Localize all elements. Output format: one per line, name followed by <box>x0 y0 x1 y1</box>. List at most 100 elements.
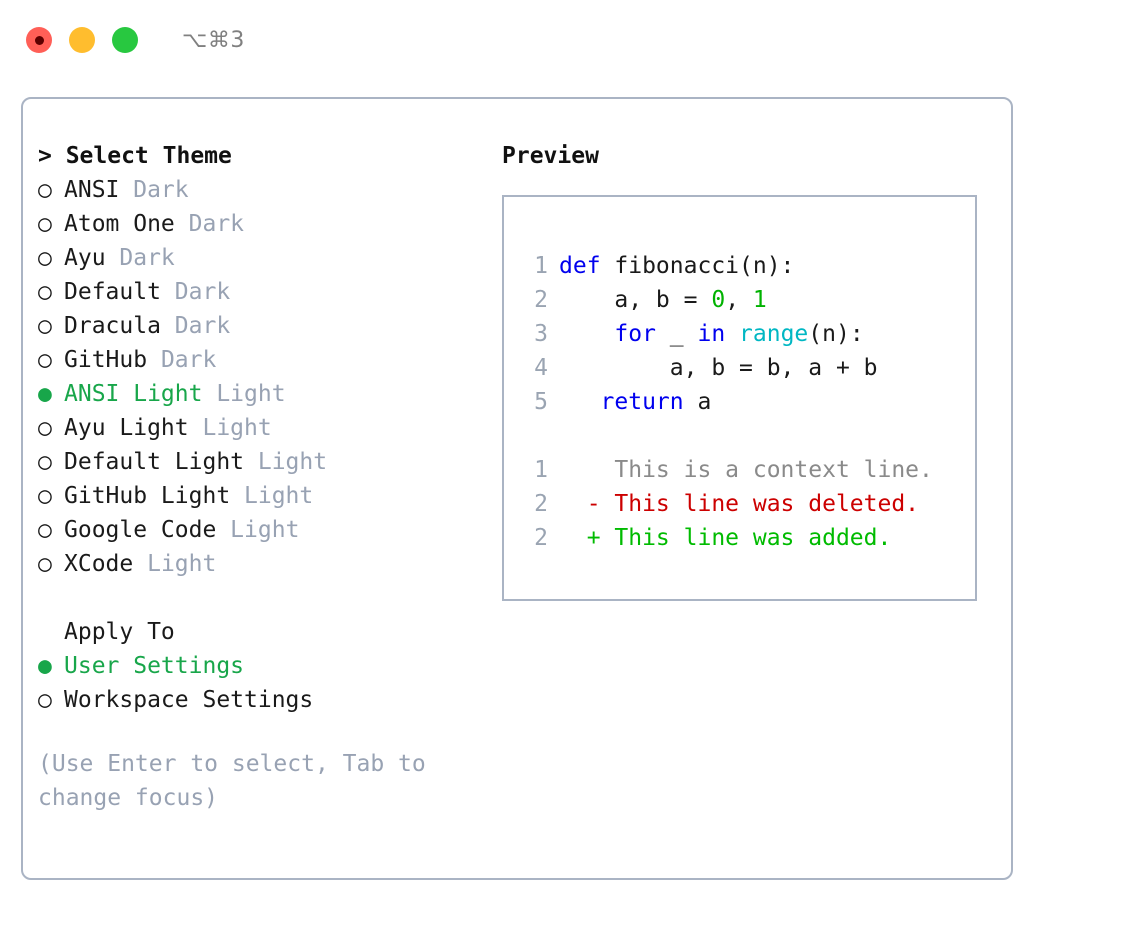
option-label: User Settings <box>64 653 245 679</box>
theme-option-4[interactable]: ○Dracula Dark <box>38 309 468 343</box>
close-button[interactable] <box>26 27 52 53</box>
theme-option-6[interactable]: ● ANSI Light Light <box>38 377 468 411</box>
code-token: range <box>739 321 809 347</box>
radio-unselected-icon: ○ <box>38 279 52 305</box>
option-variant-label: Dark <box>119 177 189 203</box>
option-label: Default Light <box>64 449 245 475</box>
code-token: def <box>559 253 601 279</box>
code-token: 0 <box>711 287 726 313</box>
line-number: 2 <box>534 287 548 313</box>
diff-text: This is a context line. <box>559 457 933 483</box>
zoom-button[interactable] <box>112 27 138 53</box>
code-line-4: 4 a, b = b, a + b <box>522 351 975 385</box>
diff-sample: 1 This is a context line.2 - This line w… <box>522 453 975 555</box>
code-line-3: 3 for _ in range(n): <box>522 317 975 351</box>
theme-option-2[interactable]: ○Ayu Dark <box>38 241 468 275</box>
code-token <box>725 321 739 347</box>
theme-option-11[interactable]: ○ XCode Light <box>38 547 468 581</box>
apply-option-0[interactable]: ● User Settings <box>38 649 468 683</box>
code-token <box>559 321 614 347</box>
line-number: 2 <box>534 525 548 551</box>
code-token: _ <box>655 321 698 347</box>
theme-option-8[interactable]: ○ Default Light Light <box>38 445 468 479</box>
list-spacer <box>38 581 468 615</box>
option-variant-label: Light <box>244 449 328 475</box>
close-icon <box>34 35 44 45</box>
option-label: ANSI Light <box>64 381 203 407</box>
option-label: XCode <box>64 551 134 577</box>
line-number: 2 <box>534 491 548 517</box>
diff-text: + This line was added. <box>559 525 892 551</box>
radio-unselected-icon: ○ <box>38 517 52 543</box>
option-label: Atom One <box>64 211 175 237</box>
option-label: Ayu Light <box>64 415 189 441</box>
code-token: in <box>697 321 726 347</box>
code-line-5: 5 return a <box>522 385 975 419</box>
option-variant-label: Light <box>188 415 272 441</box>
minimize-button[interactable] <box>69 27 95 53</box>
code-token: 1 <box>752 287 767 313</box>
theme-option-5[interactable]: ○ GitHub Dark <box>38 343 468 377</box>
code-token: a, b = <box>559 287 712 313</box>
radio-unselected-icon: ○ <box>38 347 52 373</box>
option-variant-label: Light <box>133 551 217 577</box>
diff-text: - This line was deleted. <box>559 491 920 517</box>
option-variant-label: Dark <box>147 347 217 373</box>
radio-unselected-icon: ○ <box>38 177 52 203</box>
radio-selected-icon: ● <box>38 653 52 679</box>
radio-unselected-icon: ○ <box>38 483 52 509</box>
theme-option-10[interactable]: ○ Google Code Light <box>38 513 468 547</box>
line-number: 3 <box>534 321 548 347</box>
theme-picker-panel: > Select Theme ○ANSI Dark○Atom One Dark○… <box>21 97 1013 880</box>
option-label: GitHub Light <box>64 483 231 509</box>
theme-option-3[interactable]: ○ Default Dark <box>38 275 468 309</box>
code-line-2: 2 a, b = 0, 1 <box>522 283 975 317</box>
code-token <box>559 389 601 415</box>
radio-selected-icon: ● <box>38 381 52 407</box>
theme-option-9[interactable]: ○ GitHub Light Light <box>38 479 468 513</box>
line-number: 1 <box>534 457 548 483</box>
radio-unselected-icon: ○ <box>38 313 52 339</box>
apply-to-header: Apply To <box>64 619 175 645</box>
theme-option-1[interactable]: ○Atom One Dark <box>38 207 468 241</box>
code-token: return <box>600 389 684 415</box>
code-token: a, b = b, a + b <box>559 355 878 381</box>
line-number: 5 <box>534 389 548 415</box>
preview-title: Preview <box>502 143 599 169</box>
option-variant-label: Light <box>216 517 300 543</box>
option-variant-label: Dark <box>160 279 231 305</box>
theme-option-0[interactable]: ○ANSI Dark <box>38 173 468 207</box>
radio-unselected-icon: ○ <box>38 687 52 713</box>
line-number: 1 <box>534 253 548 279</box>
code-token: , <box>725 287 753 313</box>
keyboard-hint: (Use Enter to select, Tab to change focu… <box>38 751 440 811</box>
diff-line-0: 1 This is a context line. <box>522 453 975 487</box>
option-label: Google Code <box>64 517 217 543</box>
option-label: Workspace Settings <box>64 687 314 713</box>
code-token: a <box>683 389 712 415</box>
line-number: 4 <box>534 355 548 381</box>
option-label: Ayu <box>64 245 106 271</box>
option-label: Default <box>64 279 161 305</box>
diff-line-2: 2 + This line was added. <box>522 521 975 555</box>
window-controls <box>26 27 138 53</box>
theme-list-column: > Select Theme ○ANSI Dark○Atom One Dark○… <box>38 139 468 815</box>
option-variant-label: Light <box>202 381 286 407</box>
code-token: for <box>614 321 656 347</box>
option-variant-label: Light <box>230 483 314 509</box>
radio-unselected-icon: ○ <box>38 211 52 237</box>
theme-option-7[interactable]: ○ Ayu Light Light <box>38 411 468 445</box>
radio-unselected-icon: ○ <box>38 551 52 577</box>
apply-option-1[interactable]: ○ Workspace Settings <box>38 683 468 717</box>
keyboard-shortcut-label: ⌥⌘3 <box>182 27 245 53</box>
option-label: GitHub <box>64 347 148 373</box>
radio-unselected-icon: ○ <box>38 449 52 475</box>
radio-unselected-icon: ○ <box>38 415 52 441</box>
select-theme-header: > Select Theme <box>38 143 232 169</box>
diff-line-1: 2 - This line was deleted. <box>522 487 975 521</box>
